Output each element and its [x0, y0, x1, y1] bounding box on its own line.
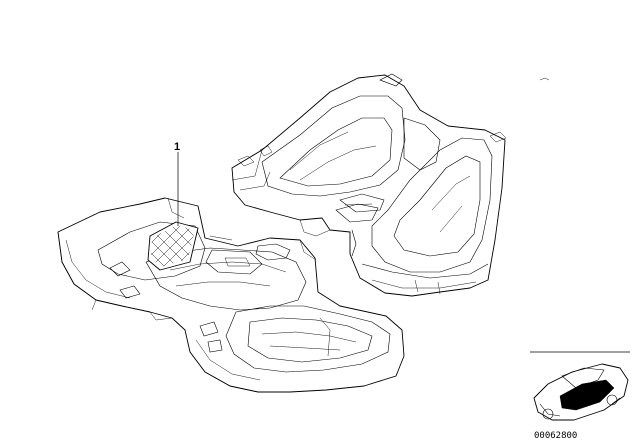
reference-code: 00062800	[534, 431, 577, 441]
floor-net-drawing	[147, 221, 199, 271]
callout-number-1: 1	[174, 141, 180, 153]
floor-carpet-set-drawing	[57, 73, 507, 393]
front-floor-section	[57, 197, 405, 393]
stray-mark	[539, 77, 550, 81]
rear-floor-section	[231, 73, 507, 297]
car-overview-thumbnail	[530, 351, 630, 421]
